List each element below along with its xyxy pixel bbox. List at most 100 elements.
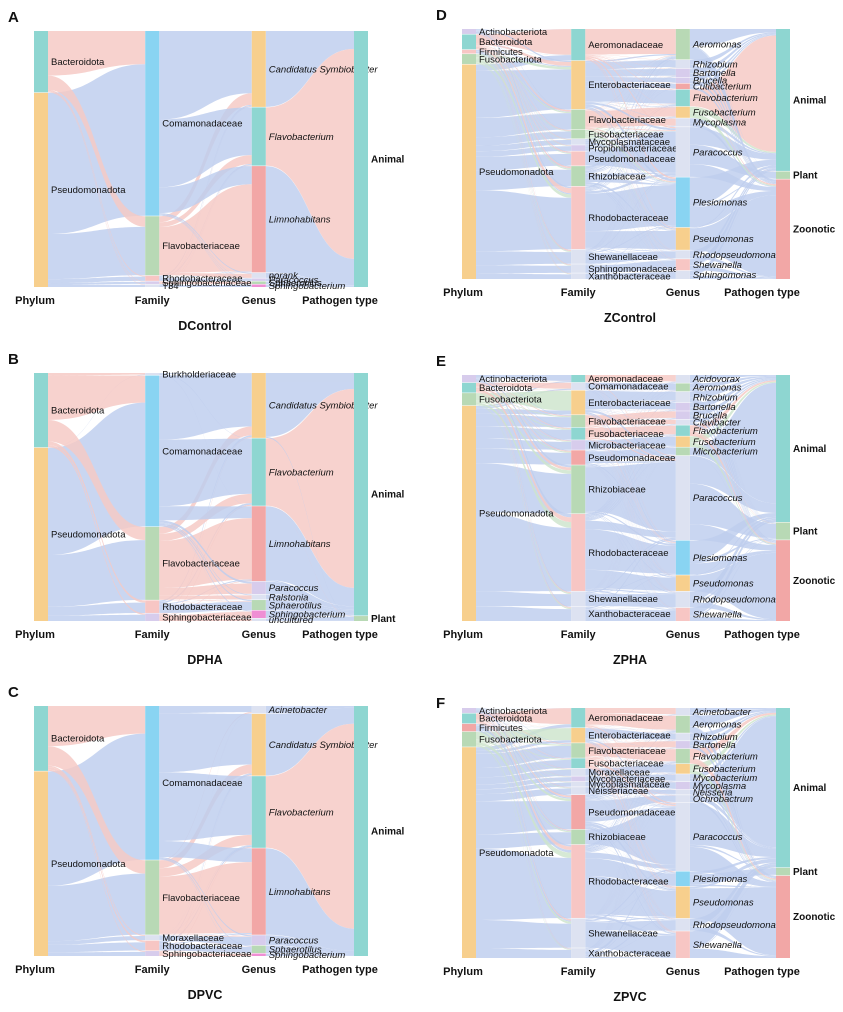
flow-comamonadaceae-to-pseudomonas (585, 389, 676, 576)
flow-aeromonadaceae-to-rhizobium (585, 54, 676, 61)
node-phylum-pseudomonadota (462, 64, 476, 279)
label-genus-flavobacterium: Flavobacterium (693, 426, 758, 437)
flow-fusobacteriota-to-shewanellaceae (476, 404, 572, 595)
flow-flavobacteriaceae-to-sphaerotilus (159, 934, 252, 947)
flow-enterobacteriaceae-to-flavobacterium (585, 86, 676, 104)
node-genus-shewanella (675, 931, 690, 958)
flow-fusobacteriaceae-to-bartonella (585, 75, 676, 132)
flow-aeromonadaceae-to-shewanella (585, 59, 676, 260)
node-genus-limnohabitans (251, 506, 266, 582)
flow-actinobacteriota-to-shewanellaceae (476, 33, 572, 250)
flow-aeromonas-to-plant (689, 387, 776, 523)
node-family-comamonadaceae (571, 382, 586, 390)
flow-pseudomonadota-to-pseudomonadaceae (476, 153, 572, 171)
column-header-genus: Genus (242, 295, 276, 307)
flow-comamonadaceae-to-rhodopseudomonas (585, 389, 676, 592)
label-pathogen-animal: Animal (793, 444, 827, 455)
flow-brucella-to-animal (689, 378, 776, 416)
node-family-flavobacteriaceae (145, 216, 160, 276)
flow-firmicutes-to-propionibacteriaceae (476, 51, 572, 146)
flow-flavobacteriaceae-to-fusobacterium (585, 107, 676, 121)
flow-pseudomonadaceae-to-rhodopseudomonas (585, 464, 676, 593)
flow-fusobacteriaceae-to-paracoccus (585, 761, 676, 807)
flow-pseudomonadaceae-to-aeromonas (585, 730, 676, 797)
flow-flavobacteriaceae-to-rhizobium (585, 739, 676, 744)
column-header-pathogen-type: Pathogen type (724, 629, 800, 641)
node-family-t34 (145, 284, 160, 287)
label-genus-cutibacterium: Cutibacterium (693, 82, 752, 93)
flow-fusobacteriaceae-to-fusobacterium (585, 760, 676, 765)
flow-rhodobacteraceae-to-sphingobacterium (159, 611, 252, 613)
flow-mycobacteriaceae-to-pseudomonas (585, 781, 676, 889)
flow-actinobacteriota-to-fusobacteriaceae (476, 708, 572, 759)
node-pathogen-zoonotic (776, 540, 790, 621)
node-genus-cutibacterium (675, 83, 690, 90)
node-genus-rhizobium (675, 391, 690, 403)
node-genus-flavobacterium (251, 776, 266, 848)
label-family-rhizobiaceae: Rhizobiaceae (588, 171, 646, 182)
label-family-xanthobacteraceae: Xanthobacteraceae (588, 609, 670, 620)
node-pathogen-zoonotic (776, 875, 790, 958)
flow-pseudomonadota-to-shewanellaceae (476, 919, 572, 949)
label-family-moraxellaceae: Moraxellaceae (588, 768, 650, 779)
node-family-flavobacteriaceae (145, 526, 160, 600)
flow-sphingobacteriaceae-to-sphingobacterium (159, 611, 252, 620)
flow-firmicutes-to-sphingomonadaceae (476, 53, 572, 266)
label-family-fusobacteriaceae: Fusobacteriaceae (588, 429, 664, 440)
label-family-comamonadaceae: Comamonadaceae (162, 446, 242, 457)
flow-pseudomonadaceae-to-rhodopseudomonas (585, 826, 676, 920)
flow-acidovorax-to-animal (689, 375, 776, 380)
flow-propionibacteriaceae-to-paracoccus (585, 131, 676, 149)
flow-bacteroidota-to-flavobacteriaceae (476, 386, 572, 417)
node-genus-rhodopseudomonas (675, 591, 690, 608)
flow-acidovorax-to-zoonotic (689, 380, 776, 541)
flow-aeromonadaceae-to-neisseria (585, 725, 676, 790)
node-genus-fusobacterium (675, 763, 690, 774)
flow-fusobacteriota-to-propionibacteriaceae (476, 58, 572, 147)
node-phylum-bacteroidota (462, 713, 476, 724)
label-family-enterobacteriaceae: Enterobacteriaceae (588, 80, 670, 91)
flow-aeromonadaceae-to-plesiomonas (585, 57, 676, 179)
node-genus-flavobacterium (251, 107, 266, 166)
flow-actinobacteriota-to-rhodobacteraceae (476, 31, 572, 189)
flow-fusobacteriaceae-to-pseudomonas (585, 764, 676, 889)
label-family-enterobacteriaceae: Enterobacteriaceae (588, 731, 670, 742)
flow-rhizobiaceae-to-flavobacterium (585, 762, 676, 830)
flow-mycoplasmataceae-to-pseudomonas (585, 786, 676, 890)
column-header-pathogen-type: Pathogen type (724, 966, 800, 978)
flow-rhodobacteraceae-to-acidovorax (585, 382, 676, 515)
node-genus-sphingobacterium (251, 953, 266, 956)
flow-acinetobacter-to-animal (265, 706, 354, 714)
flow-fusobacteriota-to-moraxellaceae (476, 739, 572, 770)
panel-title: DControl (178, 319, 231, 333)
flow-limnohabitans-to-animal (265, 848, 354, 951)
flow-shewanella-to-zoonotic (689, 948, 776, 958)
flow-fusobacteriota-to-comamonadaceae (476, 388, 572, 394)
label-genus-flavobacterium: Flavobacterium (269, 467, 334, 478)
flow-pseudomonadota-to-moraxellaceae (48, 936, 146, 945)
flow-microbacteriaceae-to-plesiomonas (585, 449, 676, 544)
label-family-aeromonadaceae: Aeromonadaceae (588, 713, 663, 724)
flow-mycoplasma-to-zoonotic (689, 789, 776, 882)
flow-flavobacterium-to-animal (265, 48, 354, 259)
flow-aeromonadaceae-to-fusobacterium (585, 381, 676, 437)
flow-rhizobiaceae-to-plesiomonas (585, 511, 676, 546)
flow-burkholderiaceae-to-flavobacterium (159, 373, 252, 439)
flow-cutibacterium-to-animal (689, 34, 776, 87)
panel-title: DPHA (187, 653, 222, 667)
column-header-pathogen-type: Pathogen type (302, 295, 378, 307)
flow-limnohabitans-to-animal (265, 506, 354, 607)
node-genus-paracoccus (675, 455, 690, 541)
label-genus-flavobacterium: Flavobacterium (269, 807, 334, 818)
node-family-fusobacteriaceae (571, 130, 586, 139)
flow-actinobacteriota-to-microbacteriaceae (476, 378, 572, 441)
flow-paracoccus-to-animal (265, 581, 354, 610)
flow-rhizobiaceae-to-pseudomonas (585, 182, 676, 232)
flow-rhodobacteraceae-to-brucella (585, 82, 676, 190)
flow-aeromonadaceae-to-rhodopseudomonas (585, 382, 676, 592)
node-genus-sphingobacterium (251, 284, 266, 287)
flow-xanthobacteraceae-to-flavobacterium (585, 435, 676, 608)
flow-enterobacteriaceae-to-bartonella (585, 401, 676, 410)
node-family-shewanellaceae (571, 249, 586, 264)
flow-microbacteriaceae-to-flavobacterium (585, 434, 676, 441)
